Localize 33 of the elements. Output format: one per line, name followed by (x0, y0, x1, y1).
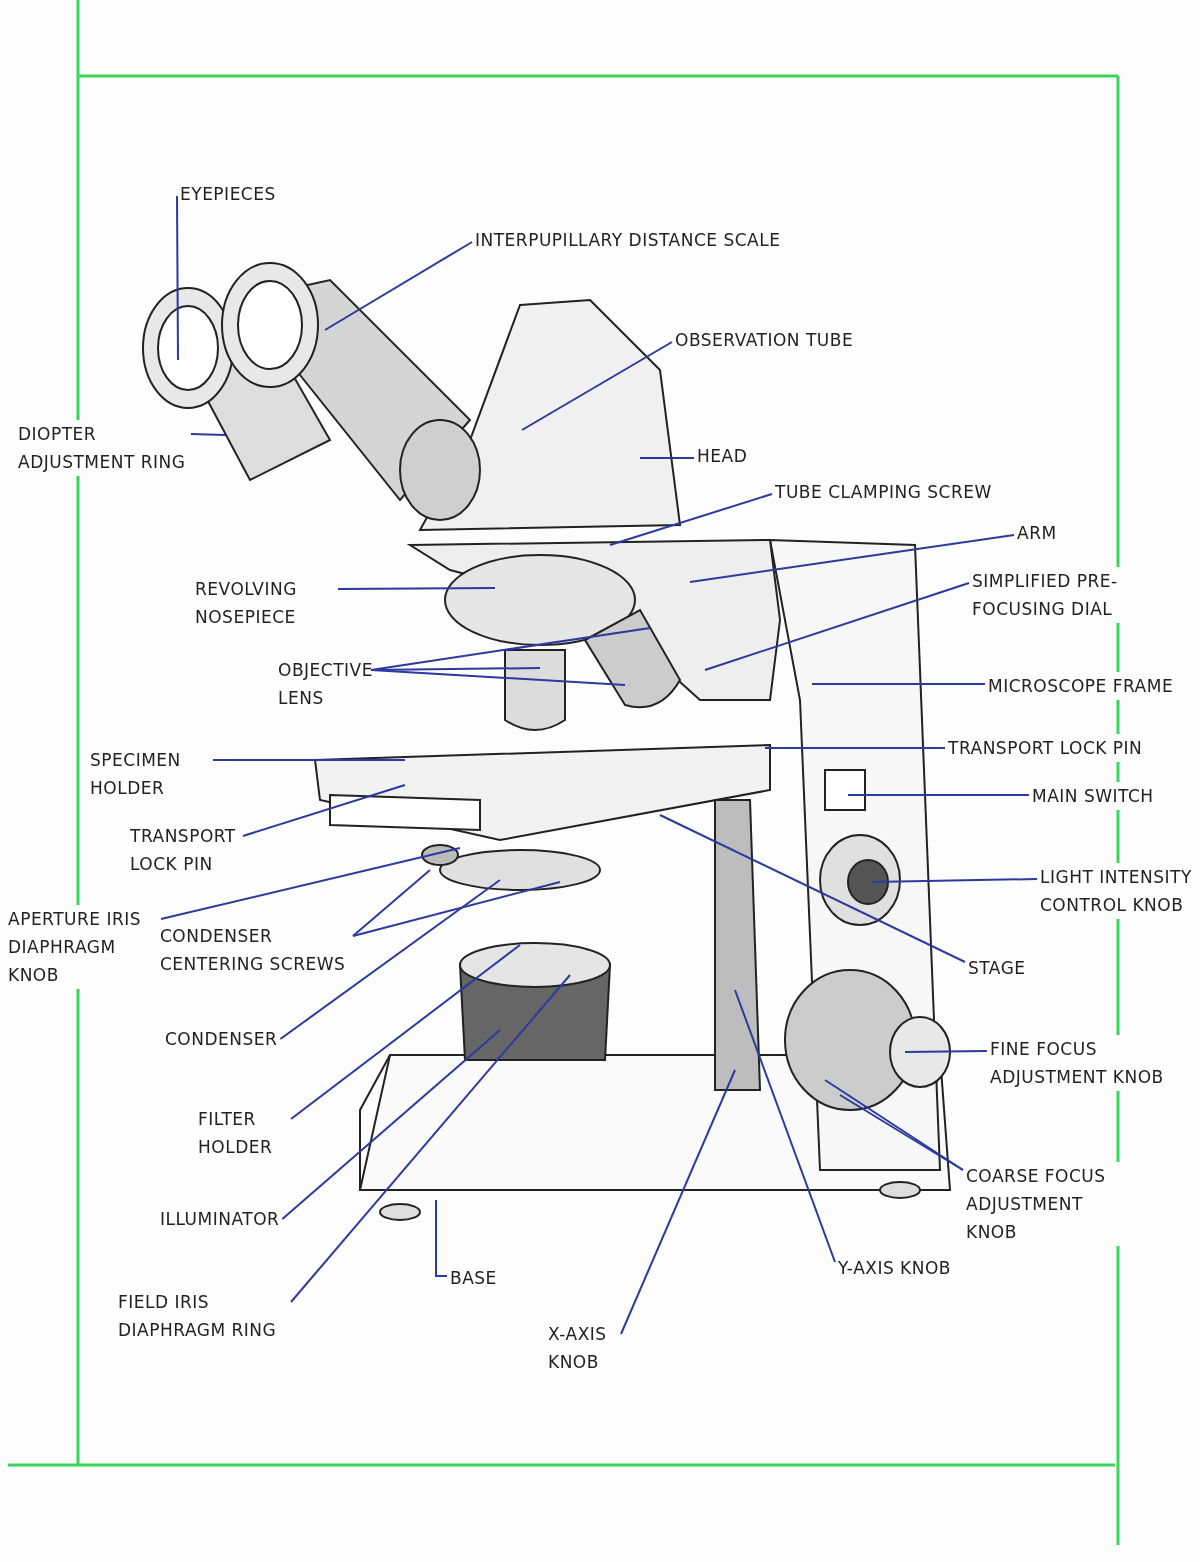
leader-line (242, 784, 406, 837)
leader-line (290, 944, 521, 1120)
leader-line (370, 669, 626, 686)
leader-line (620, 1069, 736, 1335)
leader-line (847, 794, 1030, 796)
part-label: TRANSPORT LOCK PIN (948, 734, 1143, 762)
part-label: MICROSCOPE FRAME (988, 672, 1174, 700)
leader-line (279, 879, 501, 1040)
leader-line (734, 989, 836, 1263)
leader-line (689, 534, 1015, 583)
leader-line (871, 878, 1038, 883)
leader-line (352, 881, 561, 937)
leader-line (212, 759, 406, 761)
leader-line (435, 1199, 448, 1277)
leader-line (659, 814, 966, 963)
leader-line (324, 241, 473, 331)
leader-line (190, 433, 226, 436)
leader-line (176, 195, 179, 361)
leader-line (839, 1094, 964, 1171)
leader-line (704, 582, 970, 671)
leader-line (521, 341, 673, 431)
leader-line (824, 1079, 964, 1171)
leader-line (160, 847, 461, 920)
leader-line (290, 974, 571, 1303)
leader-line (281, 1029, 501, 1220)
leader-line (352, 869, 431, 937)
leader-line (811, 683, 986, 685)
leader-line (904, 1050, 988, 1053)
part-label: MAIN SWITCH (1032, 782, 1154, 810)
leader-line (337, 587, 496, 590)
leader-line (639, 457, 695, 459)
leader-line (764, 747, 946, 749)
leader-line (609, 493, 773, 546)
